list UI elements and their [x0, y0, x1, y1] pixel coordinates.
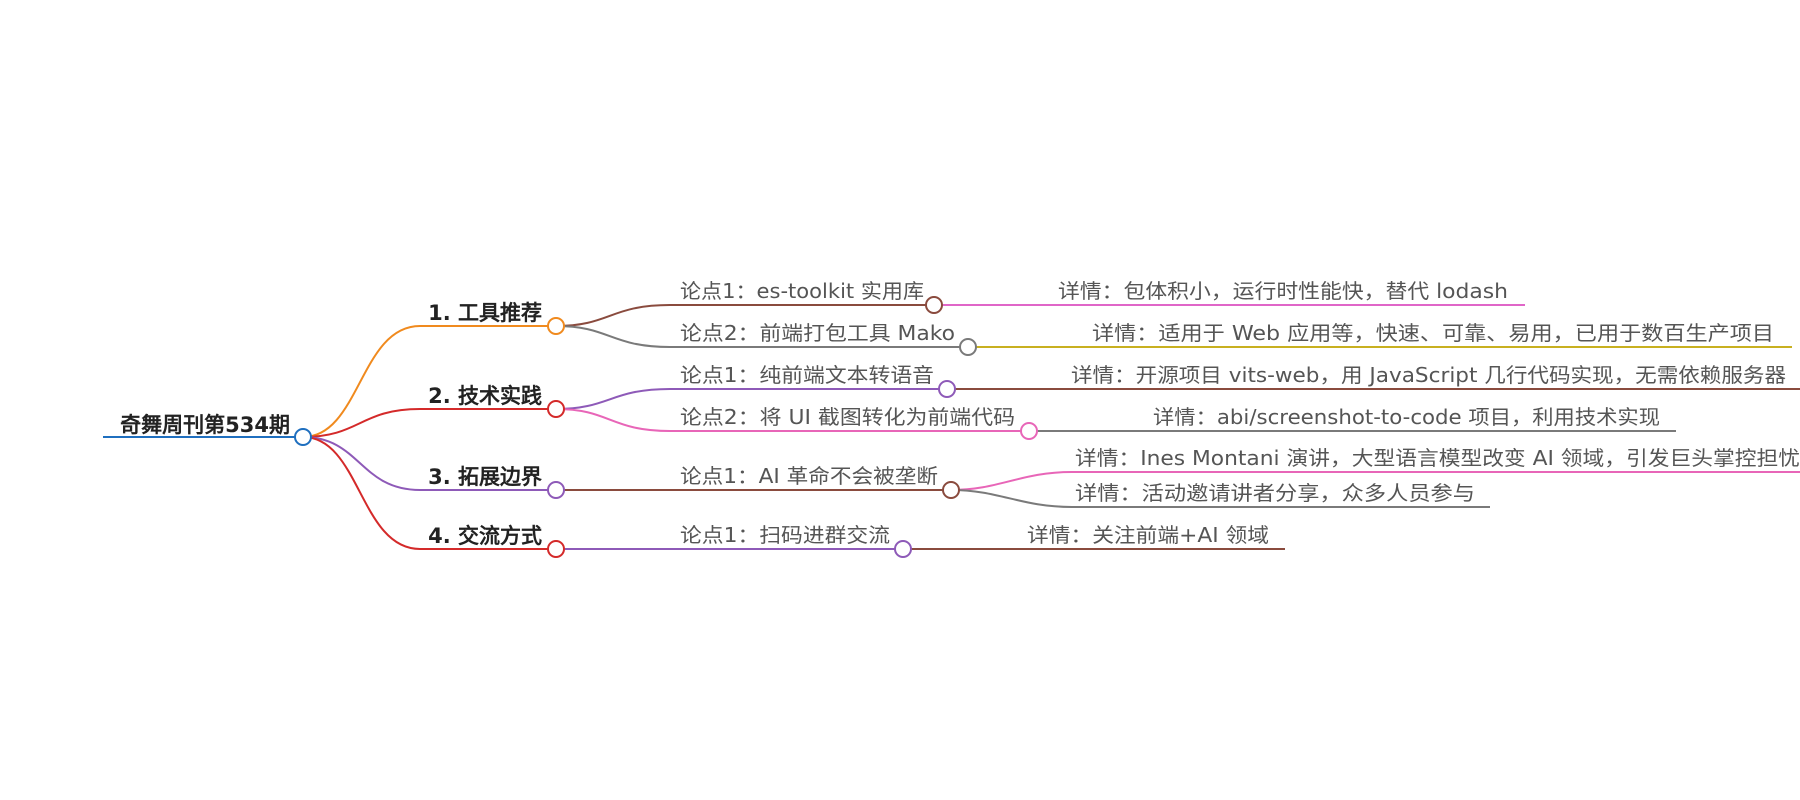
b2-point-1-label: 论点1：纯前端文本转语音 [680, 363, 934, 387]
branch-2-label: 2. 技术实践 [428, 384, 542, 408]
b3-point-1-label: 论点1：AI 革命不会被垄断 [680, 464, 938, 488]
b4p1-detail-1-label: 详情：关注前端+AI 领域 [1027, 523, 1269, 547]
edge-root-to-branch-1 [302, 325, 556, 438]
branch-1-node-circle[interactable] [547, 317, 565, 335]
b2-point-2-label: 论点2：将 UI 截图转化为前端代码 [680, 405, 1015, 429]
edge-root-to-branch-2 [302, 408, 556, 438]
b1-point-1-label: 论点1：es-toolkit 实用库 [680, 279, 924, 303]
b2-point-2-node-circle[interactable] [1020, 422, 1038, 440]
b2-point-1-node-circle[interactable] [938, 380, 956, 398]
b4-point-1-label: 论点1：扫码进群交流 [680, 523, 890, 547]
branch-4-label: 4. 交流方式 [428, 524, 542, 548]
edge-branch-1-to-point-1 [555, 304, 934, 327]
root-node-label: 奇舞周刊第534期 [120, 413, 290, 437]
edge-branch-2-to-point-2 [555, 408, 1029, 432]
b3p1-detail-1-label: 详情：Ines Montani 演讲，大型语言模型改变 AI 领域，引发巨头掌控… [1075, 446, 1800, 470]
edge-root-to-branch-4 [302, 436, 556, 550]
b1-point-1-node-circle[interactable] [925, 296, 943, 314]
branch-3-label: 3. 拓展边界 [428, 465, 542, 489]
root-node-circle[interactable] [294, 428, 312, 446]
b1-point-2-node-circle[interactable] [959, 338, 977, 356]
edge-root-to-branch-3 [302, 436, 556, 491]
b4-point-1-node-circle[interactable] [894, 540, 912, 558]
edge-branch-2-to-point-1 [555, 388, 947, 410]
b1p2-detail-1-label: 详情：适用于 Web 应用等，快速、可靠、易用，已用于数百生产项目 [1092, 321, 1774, 345]
b3p1-detail-2-label: 详情：活动邀请讲者分享，众多人员参与 [1075, 481, 1475, 505]
branch-4-node-circle[interactable] [547, 540, 565, 558]
b2p2-detail-1-label: 详情：abi/screenshot-to-code 项目，利用技术实现 [1153, 405, 1660, 429]
branch-2-node-circle[interactable] [547, 400, 565, 418]
edge-b3p1-to-detail-2 [950, 489, 1490, 508]
b1-point-2-label: 论点2：前端打包工具 Mako [680, 321, 955, 345]
branch-3-node-circle[interactable] [547, 481, 565, 499]
b2p1-detail-1-label: 详情：开源项目 vits-web，用 JavaScript 几行代码实现，无需依… [1071, 363, 1786, 387]
b3-point-1-node-circle[interactable] [942, 481, 960, 499]
b1p1-detail-1-label: 详情：包体积小，运行时性能快，替代 lodash [1058, 279, 1508, 303]
edge-branch-1-to-point-2 [555, 325, 968, 348]
edge-b3p1-to-detail-1 [950, 471, 1800, 491]
branch-1-label: 1. 工具推荐 [428, 301, 542, 325]
